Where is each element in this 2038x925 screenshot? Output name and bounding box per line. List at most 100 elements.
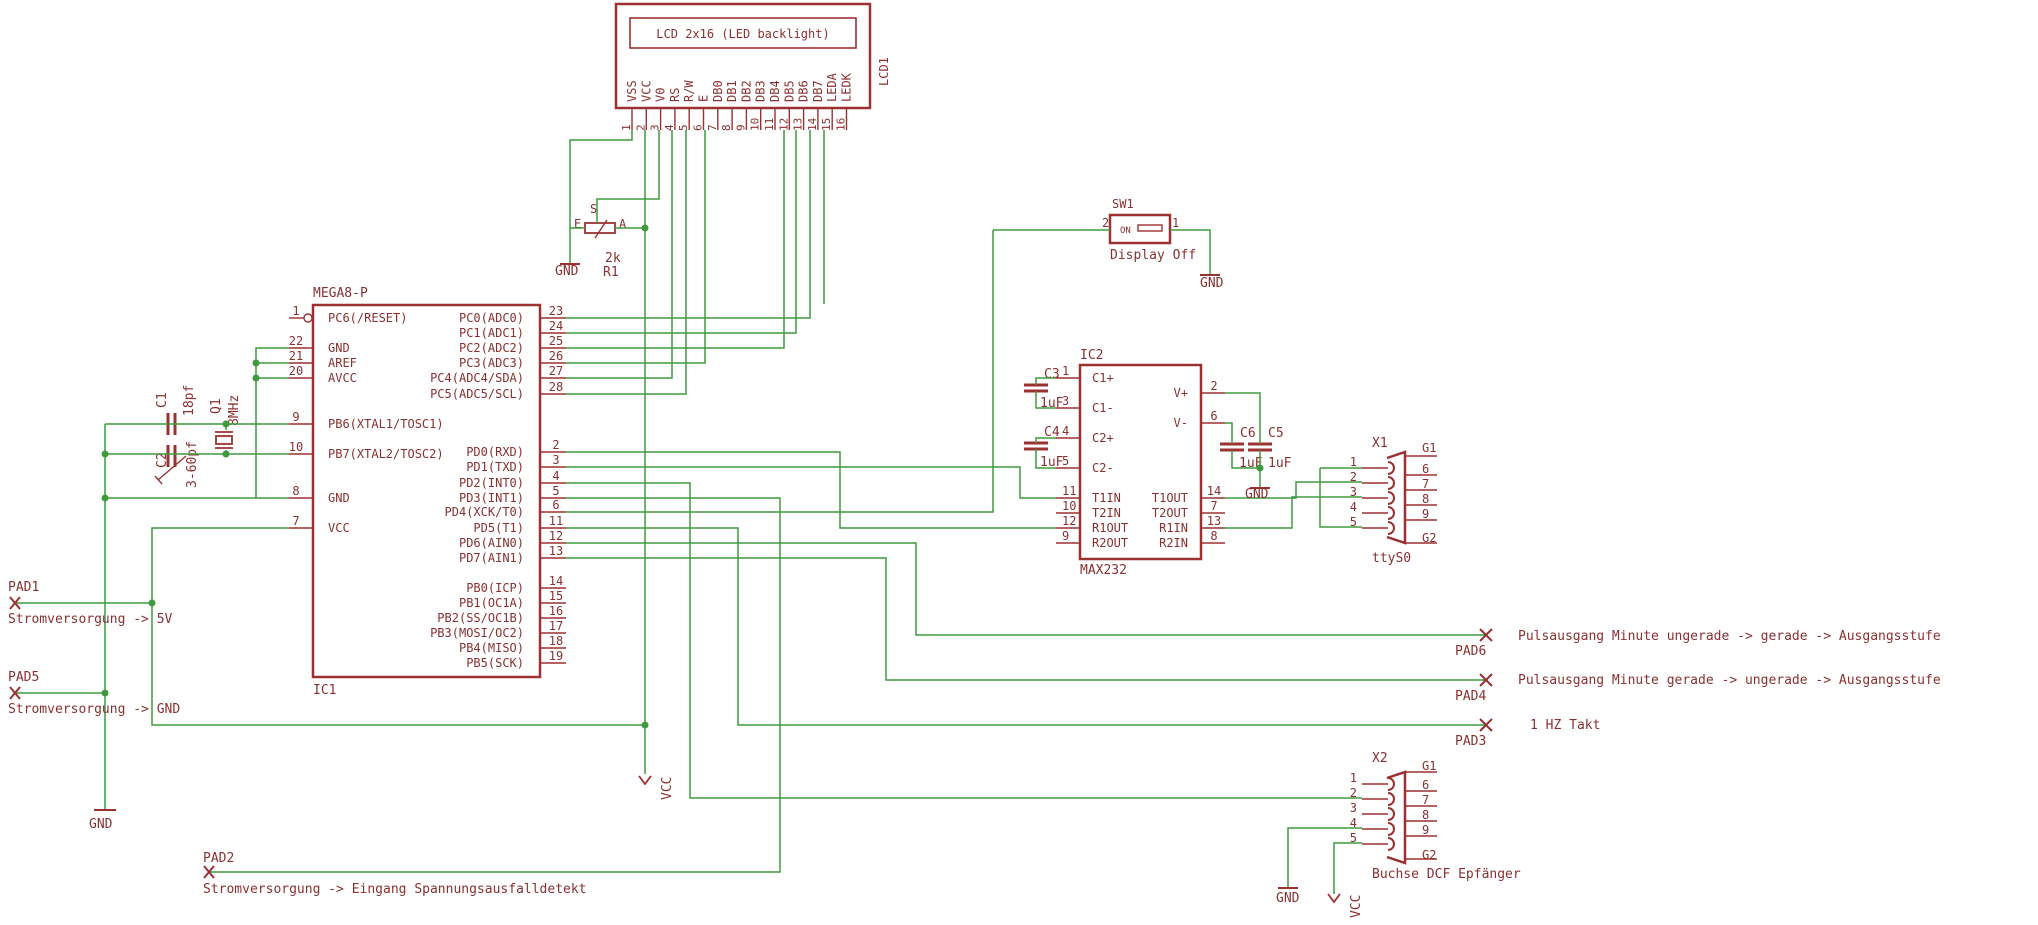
ic2-left-pin-number: 12 [1062, 514, 1076, 528]
ic2-type: MAX232 [1080, 563, 1127, 578]
c3-ref: C3 [1044, 367, 1060, 382]
ic2-left-pin-name: C1- [1092, 401, 1114, 415]
ic1-right-pin-number: 16 [549, 604, 563, 618]
ic2-right-pin-name: V+ [1174, 386, 1188, 400]
lcd-pin-number: 8 [720, 124, 733, 131]
ic1-right-pin-name: PC2(ADC2) [459, 341, 524, 355]
lcd-pin-number: 16 [835, 118, 848, 131]
c5-value: 1uF [1268, 456, 1292, 471]
ic2-right-pin-name: T2OUT [1152, 506, 1188, 520]
lcd-pin-name: DB4 [768, 80, 782, 102]
ic2-right-pin-name: R1IN [1159, 521, 1188, 535]
x2-contact [1387, 837, 1395, 851]
gnd-symbol-r1: GND [555, 263, 580, 279]
wires [16, 130, 1486, 894]
ic1-left-pin-name: AVCC [328, 371, 357, 385]
ic2-right-pin-number: 6 [1210, 409, 1217, 423]
ic2-right-pin-name: T1OUT [1152, 491, 1188, 505]
gnd-label-ic2: GND [1245, 487, 1269, 502]
lcd-pin-name: R/W [682, 80, 696, 102]
ic1-left-pin-number: 10 [289, 440, 303, 454]
sw1-ref: SW1 [1112, 197, 1134, 211]
lcd-pin-number: 10 [749, 118, 762, 131]
ic1-right-pin-number: 4 [552, 469, 559, 483]
ic1-right-pin-name: PD5(T1) [473, 521, 524, 535]
c1-capacitor: C1 18pf [155, 385, 197, 435]
x1-pin-number-right: 7 [1422, 477, 1429, 491]
pad2-ref: PAD2 [203, 851, 234, 866]
pad4-ref: PAD4 [1455, 689, 1486, 704]
ic2-left-pin-number: 3 [1062, 394, 1069, 408]
ic2-right-pin-name: V- [1174, 416, 1188, 430]
ic1-right-pin-number: 13 [549, 544, 563, 558]
pad6-label: Pulsausgang Minute ungerade -> gerade ->… [1518, 629, 1941, 644]
ic1-right-pin-number: 12 [549, 529, 563, 543]
ic2-left-pin-number: 4 [1062, 424, 1069, 438]
lcd-pin-number: 12 [777, 118, 790, 131]
x2-ref: X2 [1372, 751, 1388, 766]
pad4-label: Pulsausgang Minute gerade -> ungerade ->… [1518, 673, 1941, 688]
lcd-pin-name: VCC [639, 80, 653, 102]
ic1-reset-inversion [303, 313, 313, 323]
ic2-right-pin-number: 7 [1210, 499, 1217, 513]
c2-ref: C2 [155, 452, 170, 468]
ic2-left-pin-name: C2- [1092, 461, 1114, 475]
r1-ref: R1 [603, 265, 619, 280]
lcd-pin-name: RS [668, 88, 682, 102]
c1-ref: C1 [155, 392, 170, 408]
lcd-pin-name: DB3 [754, 80, 768, 102]
pad5: PAD5 Stromversorgung -> GND [8, 670, 180, 717]
x2-pin-number-left: 2 [1350, 786, 1357, 800]
x1-pin-number-right: 6 [1422, 462, 1429, 476]
ic1-right-pin-name: PC3(ADC3) [459, 356, 524, 370]
ic1-left-pin-name: VCC [328, 521, 350, 535]
c5-capacitor: C5 1uF [1248, 426, 1292, 471]
ic2-right-pin-number: 2 [1210, 379, 1217, 393]
ic1-body [311, 303, 542, 679]
sw1-switch: SW1 2 1 ON Display Off [1102, 197, 1196, 263]
x1-name: ttyS0 [1372, 551, 1411, 566]
ic1-right-pin-name: PB0(ICP) [466, 581, 524, 595]
x2-pin-number-right: 9 [1422, 823, 1429, 837]
ic1-right-pin-name: PB4(MISO) [459, 641, 524, 655]
gnd-symbol-sw1: GND [1200, 274, 1224, 291]
x2-contact [1387, 822, 1395, 836]
ic2-right-pin-number: 14 [1207, 484, 1221, 498]
ic2-left-pin-number: 5 [1062, 454, 1069, 468]
ic1-right-pin-name: PC5(ADC5/SCL) [430, 387, 524, 401]
ic2-left-pin-name: C1+ [1092, 371, 1114, 385]
lcd-pin-name: DB7 [811, 80, 825, 102]
sw1-body [1108, 213, 1172, 245]
vcc-label-x2: VCC [1349, 895, 1364, 918]
ic1-right-pin-number: 18 [549, 634, 563, 648]
lcd-pin-name: DB0 [711, 80, 725, 102]
pad1: PAD1 Stromversorgung -> 5V [8, 580, 173, 627]
lcd-pin-name: DB6 [797, 80, 811, 102]
x1-pin-number-left: 1 [1350, 455, 1357, 469]
x2-pin-number-left: 3 [1350, 801, 1357, 815]
lcd-pin-number: 5 [677, 124, 690, 131]
lcd-pin-number: 1 [620, 124, 633, 131]
ic2-left-pin-name: R2OUT [1092, 536, 1128, 550]
vcc-label-main: VCC [660, 777, 675, 800]
lcd-pin-number: 11 [763, 118, 776, 131]
ic1-right-pin-number: 15 [549, 589, 563, 603]
ic1-right-pin-name: PB2(SS/OC1B) [437, 611, 524, 625]
x2-pin-number-right: 8 [1422, 808, 1429, 822]
x1-shell [1386, 450, 1407, 545]
ic1-right-pin-name: PD7(AIN1) [459, 551, 524, 565]
pad1-label: Stromversorgung -> 5V [8, 612, 173, 627]
x1-ref: X1 [1372, 436, 1388, 451]
r1-pin-a: A [619, 217, 627, 231]
pad3-ref: PAD3 [1455, 734, 1486, 749]
ic1-right-pin-name: PD0(RXD) [466, 445, 524, 459]
ic2-left-pin-number: 1 [1062, 364, 1069, 378]
ic1-right-pin-number: 2 [552, 438, 559, 452]
r1-arrow [594, 219, 608, 239]
ic1-left-pin-number: 20 [289, 364, 303, 378]
